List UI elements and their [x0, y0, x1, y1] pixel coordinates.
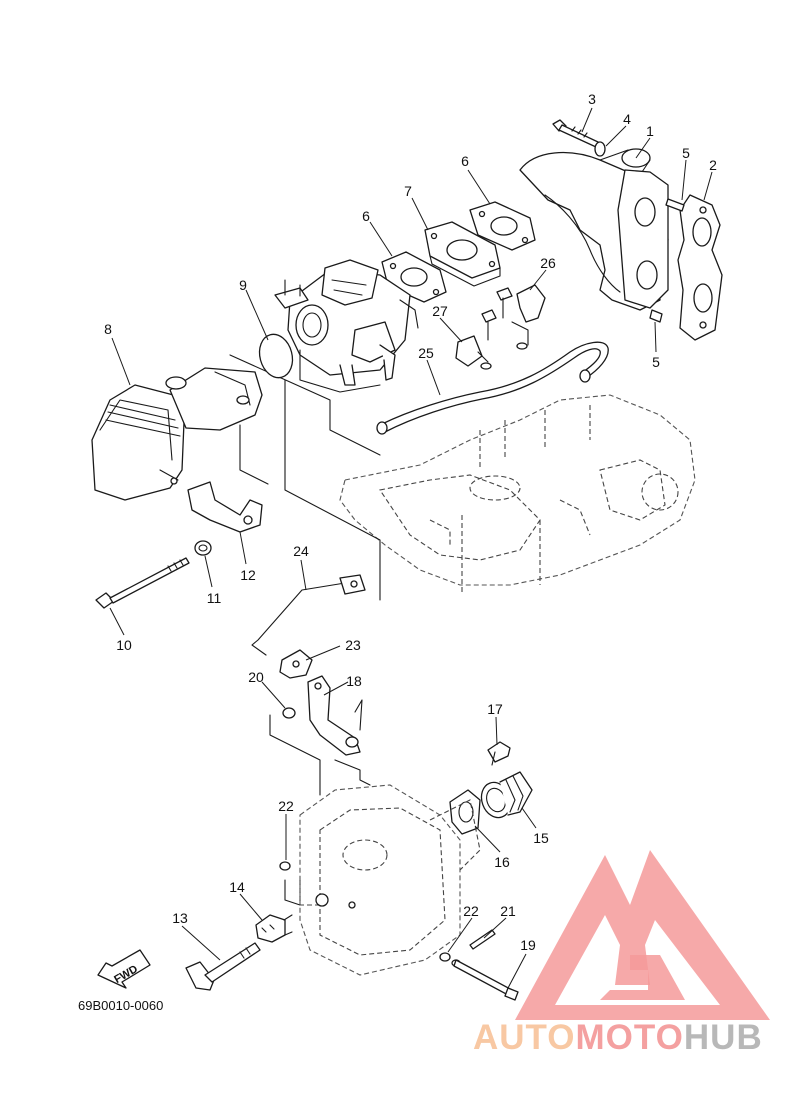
- callout-24: 24: [293, 543, 309, 559]
- callout-12: 12: [240, 567, 256, 583]
- callout-3: 3: [588, 91, 596, 107]
- watermark-logo: [515, 850, 770, 1020]
- handle-13: [185, 942, 261, 991]
- callout-25: 25: [418, 345, 434, 361]
- callout-7: 7: [404, 183, 412, 199]
- fuel-hose-25: [376, 341, 609, 435]
- callout-5-lower: 5: [652, 354, 660, 370]
- watermark-text-moto: MOTO: [575, 1018, 684, 1057]
- callout-15: 15: [533, 830, 549, 846]
- leader-lines: [109, 107, 713, 989]
- reference-lines: [229, 354, 381, 906]
- watermark-text-auto: AUTO: [473, 1018, 576, 1057]
- callout-2: 2: [709, 157, 717, 173]
- rubber-boot-15: [480, 771, 533, 819]
- hose-clamp-26: [496, 284, 546, 350]
- callout-11: 11: [207, 590, 222, 606]
- intake-manifold: [519, 148, 669, 311]
- bolt-17: [487, 741, 511, 766]
- watermark-text-hub: HUB: [683, 1018, 763, 1057]
- rod-19: [451, 959, 519, 1001]
- callout-10: 10: [116, 637, 132, 653]
- long-bolt-10: [95, 557, 190, 609]
- spacer-plate-7: [424, 221, 501, 287]
- clip-23: [279, 649, 313, 679]
- bracket-12: [187, 481, 263, 533]
- watermark-g-shape: [600, 955, 685, 1000]
- callout-21: 21: [500, 903, 516, 919]
- silencer-8: [91, 367, 263, 501]
- callout-6-lower: 6: [362, 208, 370, 224]
- callout-8: 8: [104, 321, 112, 337]
- callout-23: 23: [345, 637, 361, 653]
- washer-22-upper: [279, 861, 291, 871]
- callout-17: 17: [487, 701, 503, 717]
- callout-18: 18: [346, 673, 362, 689]
- callout-26: 26: [540, 255, 556, 271]
- grommet-11: [194, 540, 212, 556]
- fwd-arrow: FWD: [97, 949, 151, 989]
- hose-clamp-27: [455, 309, 497, 370]
- knob-14: [255, 914, 293, 943]
- callout-1: 1: [646, 123, 654, 139]
- callout-13: 13: [172, 910, 188, 926]
- callout-14: 14: [229, 879, 245, 895]
- pin-21: [469, 929, 496, 950]
- callout-19: 19: [520, 937, 536, 953]
- drawing-code: 69B0010-0060: [78, 998, 163, 1013]
- callout-20: 20: [248, 669, 264, 685]
- dowel-pin-lower: [649, 309, 663, 323]
- callout-9: 9: [239, 277, 247, 293]
- callout-22-upper: 22: [278, 798, 294, 814]
- callout-16: 16: [494, 854, 510, 870]
- link-rod-24: [251, 574, 366, 656]
- carburetor: [274, 259, 419, 393]
- washer-20: [282, 707, 296, 719]
- washer-22-lower: [439, 952, 451, 962]
- o-ring-9: [258, 333, 294, 379]
- gasket-6-upper: [469, 201, 536, 251]
- manifold-gasket: [677, 194, 723, 341]
- callout-4: 4: [623, 111, 631, 127]
- lever-18: [307, 675, 363, 756]
- washer-4: [594, 141, 606, 157]
- dowel-pin-upper: [665, 198, 685, 212]
- callout-5-upper: 5: [682, 145, 690, 161]
- watermark-text: AUTOMOTOHUB: [473, 1018, 763, 1058]
- gasket-16: [449, 789, 481, 835]
- callout-labels: 1 2 3 4 5 5 6 6 7 8 9 10 11 12 13 14 15 …: [104, 91, 717, 953]
- bolt-3: [552, 119, 599, 148]
- callout-22-lower: 22: [463, 903, 479, 919]
- engine-block-outline: [339, 394, 696, 595]
- callout-6-upper: 6: [461, 153, 469, 169]
- watermark-triangle-inner: [555, 915, 720, 1005]
- callout-27: 27: [432, 303, 448, 319]
